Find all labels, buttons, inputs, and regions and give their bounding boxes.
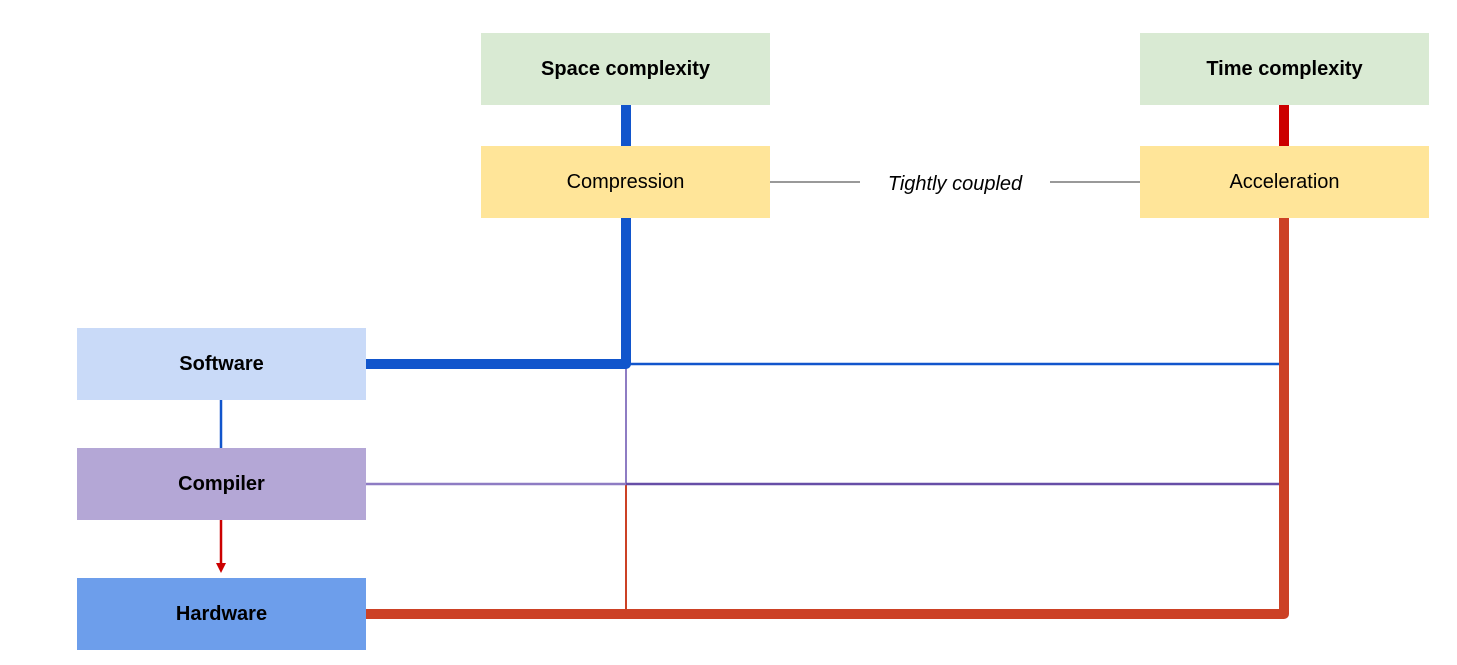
software-label: Software	[179, 352, 264, 375]
acceleration-label: Acceleration	[1229, 170, 1340, 193]
hardware-box: Hardware	[77, 578, 366, 650]
compiler-box: Compiler	[77, 448, 366, 520]
software-box: Software	[77, 328, 366, 400]
compression-box: Compression	[481, 146, 770, 218]
compression-label: Compression	[566, 170, 685, 193]
space-complexity-label: Space complexity	[541, 57, 710, 80]
time-hardware-path	[366, 218, 1289, 619]
hardware-label: Hardware	[175, 602, 268, 625]
space-software-path	[366, 218, 631, 369]
time-complexity-box: Time complexity	[1140, 33, 1429, 105]
acceleration-box: Acceleration	[1140, 146, 1429, 218]
space-complexity-box: Space complexity	[481, 33, 770, 105]
compiler-label: Compiler	[178, 472, 265, 495]
time-complexity-label: Time complexity	[1206, 57, 1363, 80]
tightly-coupled-label: Tightly coupled	[860, 170, 1050, 198]
